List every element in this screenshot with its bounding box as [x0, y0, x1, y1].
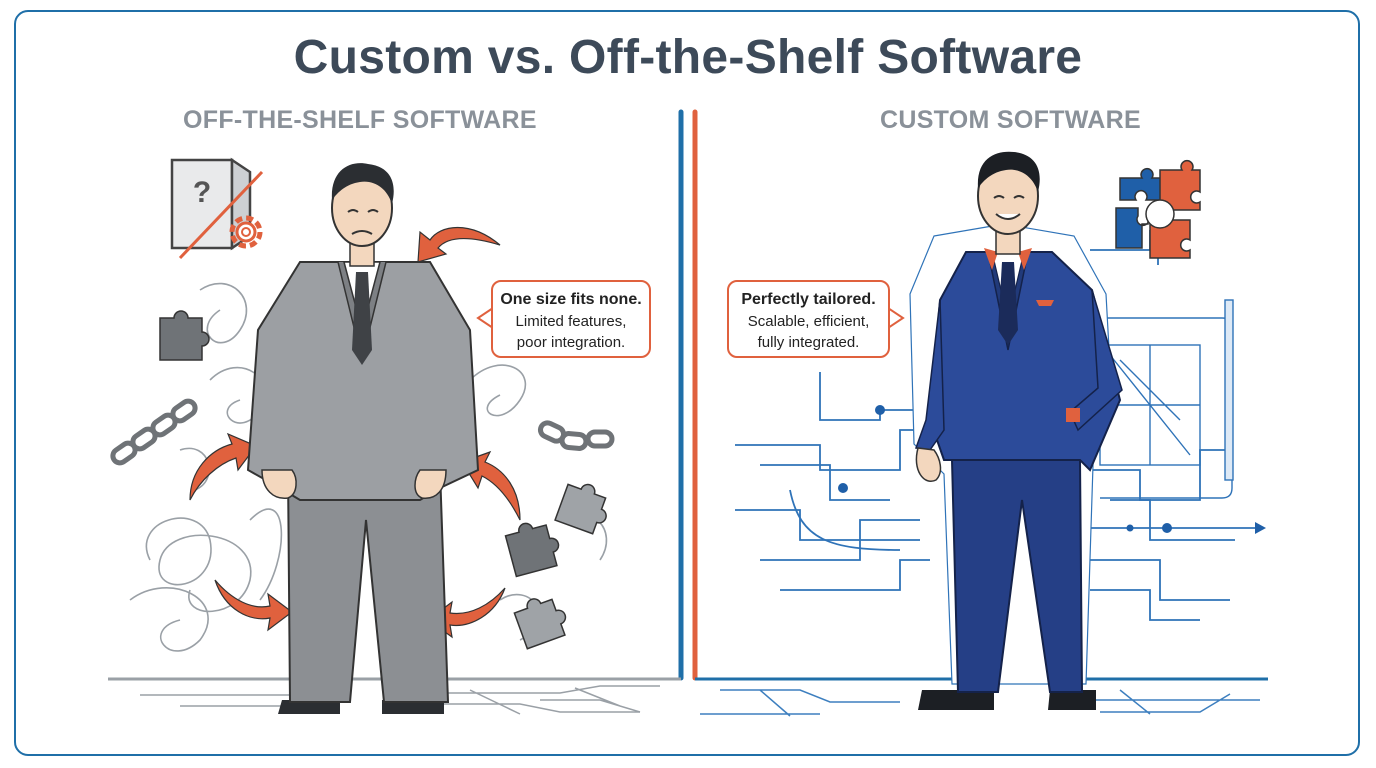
puzzle-icon [159, 310, 607, 650]
box-question-mark: ? [193, 176, 211, 209]
off-the-shelf-man [246, 163, 480, 714]
custom-software-man [909, 151, 1123, 710]
diagram-frame [14, 10, 1360, 756]
right-callout-pointer [887, 306, 905, 330]
floor-lines-right [700, 689, 1260, 717]
right-callout-headline: Perfectly tailored. [741, 291, 876, 308]
left-panel-heading: OFF-THE-SHELF SOFTWARE [183, 106, 537, 134]
broken-chain-icon [110, 398, 615, 466]
right-panel-heading: CUSTOM SOFTWARE [880, 106, 1141, 134]
diagram-title: Custom vs. Off-the-Shelf Software [293, 31, 1083, 84]
right-callout-line-1: Scalable, efficient, [747, 313, 870, 330]
left-callout: One size fits none. Limited features, po… [491, 280, 651, 358]
software-box-icon: ? [170, 157, 264, 260]
left-callout-line-2: poor integration. [516, 334, 626, 351]
right-callout-line-2: fully integrated. [757, 334, 860, 351]
gear-icon [229, 215, 263, 249]
right-callout: Perfectly tailored. Scalable, efficient,… [727, 280, 890, 358]
left-callout-headline: One size fits none. [500, 291, 642, 308]
left-callout-line-1: Limited features, [515, 313, 627, 330]
puzzle-gear-icon [1115, 160, 1201, 259]
floor-lines [140, 685, 660, 715]
circuit-nodes [838, 405, 1266, 534]
